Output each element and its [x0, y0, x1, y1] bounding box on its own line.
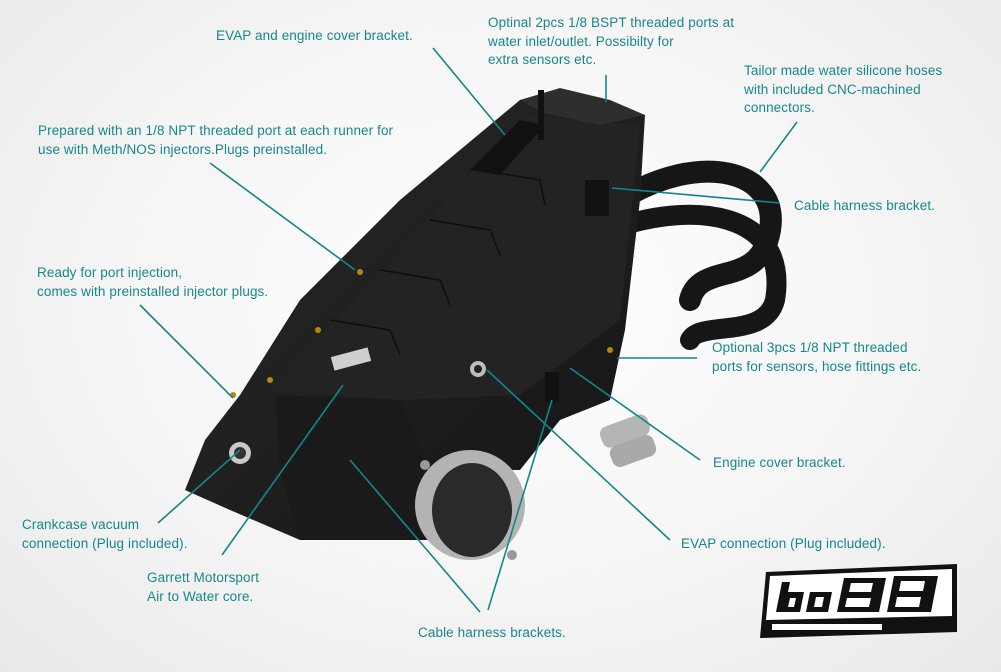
label-cable-harness-bracket: Cable harness bracket.: [794, 197, 935, 216]
label-bspt-ports: Optinal 2pcs 1/8 BSPT threaded ports at w…: [488, 14, 734, 70]
label-line: Optinal 2pcs 1/8 BSPT threaded ports at: [488, 15, 735, 30]
label-line: water inlet/outlet. Possibilty for: [488, 33, 674, 49]
label-line: Cable harness brackets.: [418, 625, 566, 640]
label-line: connection (Plug included).: [22, 535, 188, 551]
label-evap-engine-cover-bracket: EVAP and engine cover bracket.: [216, 27, 413, 46]
label-silicone-hoses: Tailor made water silicone hoses with inc…: [744, 62, 942, 118]
label-npt-runner-port: Prepared with an 1/8 NPT threaded port a…: [38, 122, 393, 159]
manifold-body: [185, 88, 657, 560]
label-line: connectors.: [744, 100, 815, 115]
do88-performance-logo: [760, 564, 957, 638]
label-engine-cover-bracket: Engine cover bracket.: [713, 454, 846, 473]
label-line: Ready for port injection,: [37, 265, 183, 280]
logo-sub-marks: [772, 624, 882, 630]
label-cable-harness-brackets: Cable harness brackets.: [418, 624, 566, 643]
label-line: Crankcase vacuum: [22, 517, 140, 532]
label-line: with included CNC-machined: [744, 81, 921, 97]
label-line: Engine cover bracket.: [713, 455, 846, 470]
label-evap-connection: EVAP connection (Plug included).: [681, 535, 886, 554]
label-line: extra sensors etc.: [488, 52, 597, 67]
label-line: comes with preinstalled injector plugs.: [37, 283, 269, 299]
label-line: Garrett Motorsport: [147, 570, 260, 585]
label-line: ports for sensors, hose fittings etc.: [712, 358, 922, 374]
label-npt-sensor-ports: Optional 3pcs 1/8 NPT threaded ports for …: [712, 339, 921, 376]
label-line: Tailor made water silicone hoses: [744, 63, 943, 78]
label-line: Optional 3pcs 1/8 NPT threaded: [712, 340, 908, 355]
label-line: EVAP and engine cover bracket.: [216, 28, 413, 43]
label-crankcase-vacuum: Crankcase vacuum connection (Plug include…: [22, 516, 188, 553]
label-line: EVAP connection (Plug included).: [681, 536, 886, 551]
label-port-injection: Ready for port injection, comes with prei…: [37, 264, 268, 301]
logo-wordmark-shape: [776, 576, 938, 612]
label-line: use with Meth/NOS injectors.Plugs preins…: [38, 141, 328, 157]
leader-lines: [139, 47, 798, 613]
water-hoses: [600, 160, 787, 350]
label-line: Prepared with an 1/8 NPT threaded port a…: [38, 123, 394, 138]
label-line: Cable harness bracket.: [794, 198, 936, 213]
label-line: Air to Water core.: [147, 588, 254, 604]
